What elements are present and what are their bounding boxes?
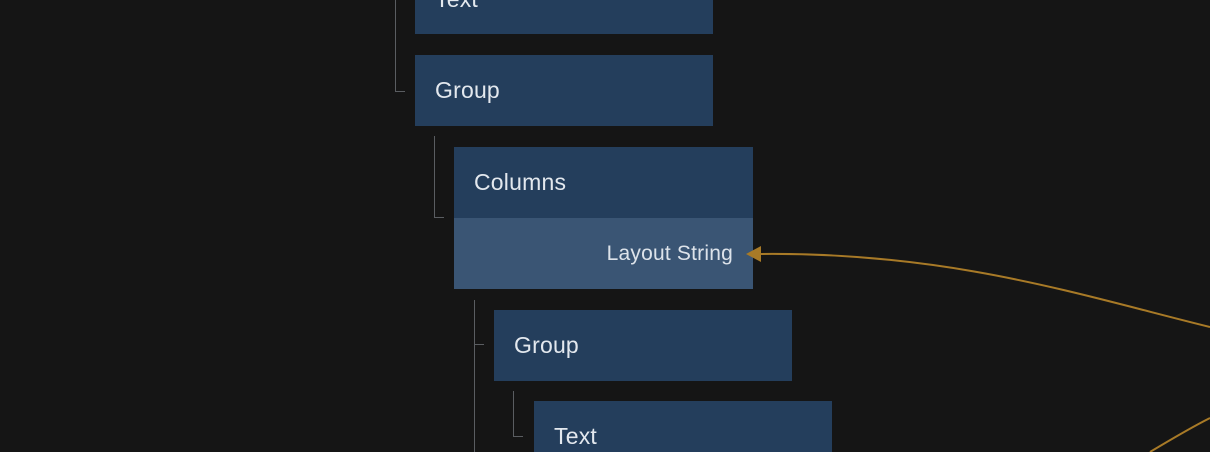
node-label: Group (435, 77, 500, 103)
tree-connector (474, 300, 476, 452)
node-columns[interactable]: Columns (454, 147, 753, 218)
node-label: Columns (474, 169, 567, 195)
node-label: Text (554, 423, 597, 449)
input-label: Layout String (606, 241, 733, 265)
wire-connection[interactable] (759, 252, 1210, 328)
wire-connection[interactable] (1149, 417, 1210, 452)
node-group[interactable]: Group (494, 310, 792, 381)
node-label: Text (435, 0, 478, 13)
tree-connector (513, 391, 523, 437)
tree-connector (434, 136, 444, 218)
node-label: Group (514, 332, 579, 358)
tree-connector (395, 0, 405, 92)
tree-connector (474, 344, 484, 346)
columns-layout-string-input[interactable]: Layout String (454, 218, 753, 289)
node-group[interactable]: Group (415, 55, 713, 126)
node-text[interactable]: Text (415, 0, 713, 34)
node-text[interactable]: Text (534, 401, 832, 452)
